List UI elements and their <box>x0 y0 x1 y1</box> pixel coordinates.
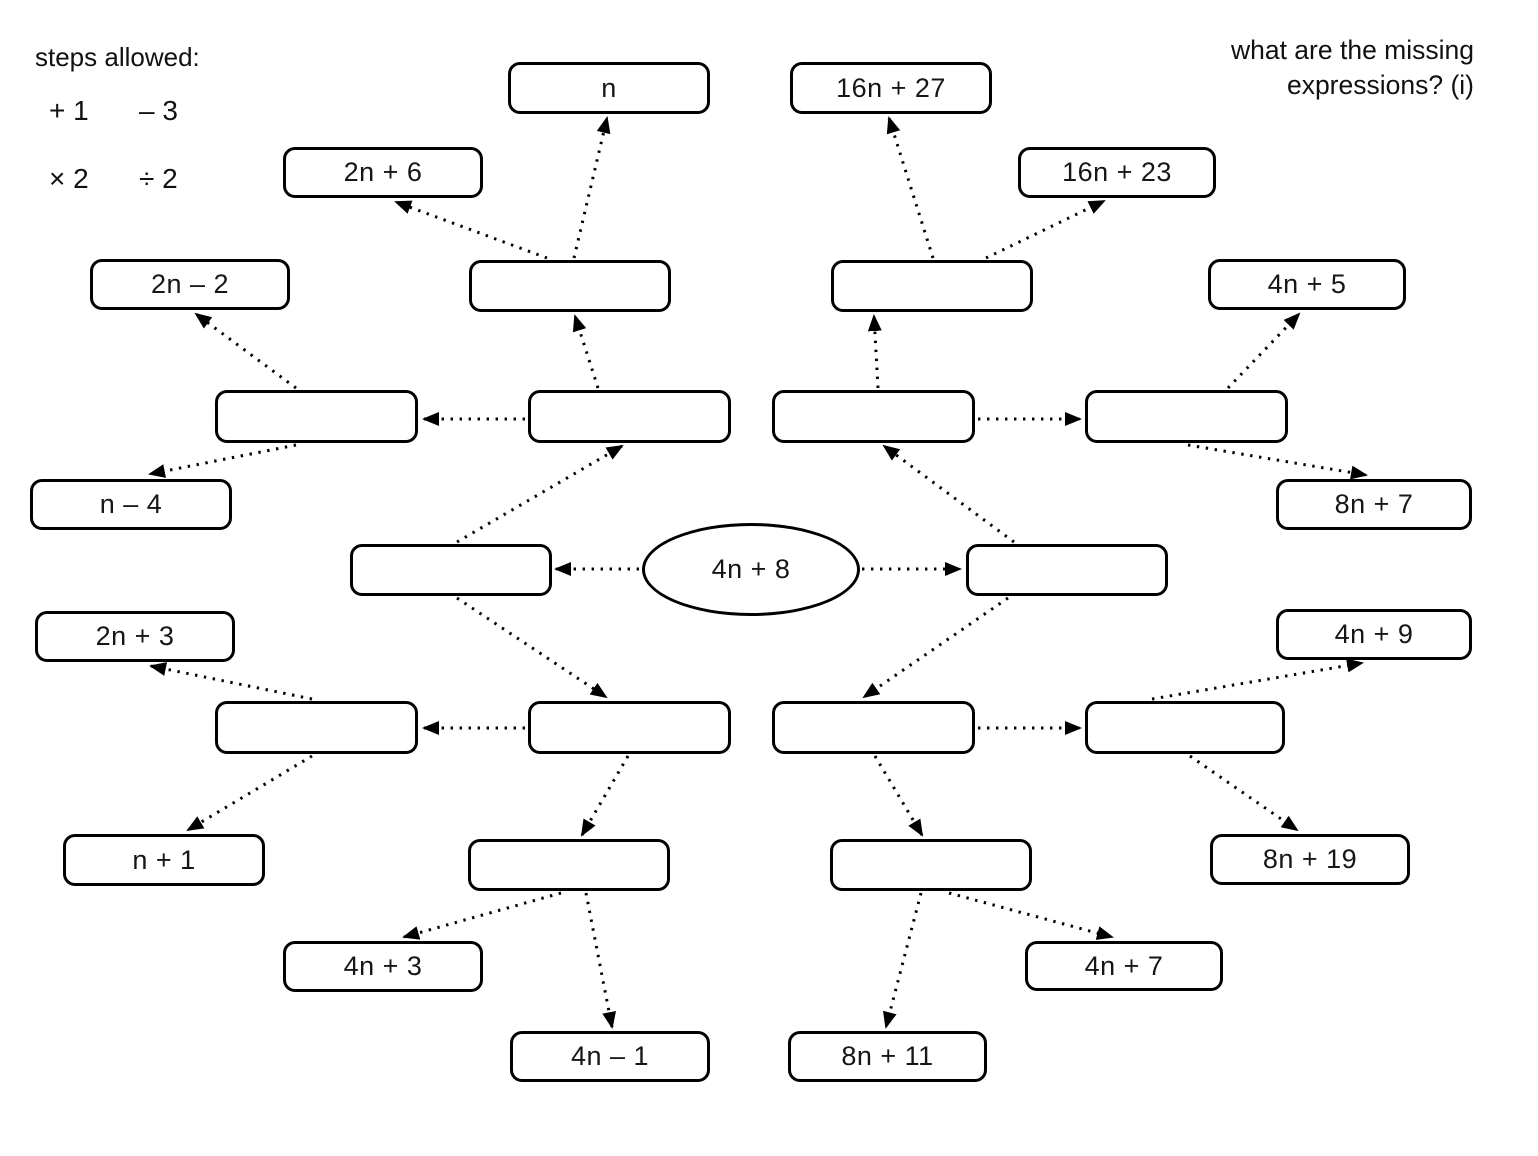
arrow-e8-to-e11 <box>862 596 1009 699</box>
start-expression-ellipse-start-4n8: 4n + 8 <box>642 523 860 616</box>
question-text: what are the missing expressions? (i) <box>1231 33 1474 103</box>
missing-expression-box-e1[interactable] <box>469 260 671 312</box>
arrow-e9-to-2n3 <box>149 662 313 701</box>
expression-box-16n23: 16n + 23 <box>1018 147 1216 198</box>
arrow-e8-to-e5 <box>882 444 1015 544</box>
arrow-e3-to-2n-2 <box>194 312 297 390</box>
step-item-4: ÷ 2 <box>139 163 178 194</box>
expression-box-4n7: 4n + 7 <box>1025 941 1223 991</box>
arrow-e12-to-8n19 <box>1189 754 1299 832</box>
expression-box-n-4: n – 4 <box>30 479 232 530</box>
missing-expression-box-e4[interactable] <box>528 390 731 443</box>
step-item-3: × 2 <box>49 163 89 194</box>
arrow-e1-to-n <box>572 116 611 259</box>
arrow-e2-to-16n23 <box>985 199 1106 260</box>
expression-box-8n11: 8n + 11 <box>788 1031 987 1082</box>
arrow-e14-to-8n11 <box>883 892 923 1029</box>
arrow-e6-to-8n7 <box>1187 443 1368 480</box>
missing-expression-box-e5[interactable] <box>772 390 975 443</box>
missing-expression-box-e12[interactable] <box>1085 701 1285 754</box>
expression-box-n1: n + 1 <box>63 834 265 886</box>
steps-allowed-title: steps allowed: <box>35 42 200 72</box>
arrow-e14-to-4n7 <box>948 891 1114 940</box>
expression-box-8n19: 8n + 19 <box>1210 834 1410 885</box>
expression-box-8n7: 8n + 7 <box>1276 479 1472 530</box>
arrow-e6-to-4n5 <box>1226 312 1301 390</box>
steps-allowed-panel: steps allowed: + 1 – 3 × 2 ÷ 2 <box>35 42 229 195</box>
arrow-e13-to-4n3 <box>402 891 562 940</box>
arrow-e11-to-e14 <box>873 755 924 837</box>
arrow-e13-to-4n-1 <box>584 892 617 1029</box>
question-line-1: what are the missing <box>1230 35 1474 65</box>
arrow-e9-to-n1 <box>186 754 313 832</box>
expression-box-2n3: 2n + 3 <box>35 611 235 662</box>
arrow-e3-to-n-4 <box>148 443 297 478</box>
arrow-e7-to-e10 <box>456 596 608 699</box>
arrow-e4-to-e1 <box>572 314 600 389</box>
step-item-2: – 3 <box>139 95 178 126</box>
missing-expression-box-e3[interactable] <box>215 390 418 443</box>
missing-expression-box-e6[interactable] <box>1085 390 1288 443</box>
steps-allowed-list: + 1 – 3 × 2 ÷ 2 <box>49 95 229 195</box>
arrow-e7-to-e4 <box>456 444 624 544</box>
arrow-e10-to-e13 <box>580 755 630 837</box>
expression-box-4n-1: 4n – 1 <box>510 1031 710 1082</box>
expression-box-4n5: 4n + 5 <box>1208 259 1406 310</box>
expression-box-n: n <box>508 62 710 114</box>
missing-expression-box-e2[interactable] <box>831 260 1033 312</box>
missing-expression-box-e14[interactable] <box>830 839 1032 891</box>
expression-box-4n9: 4n + 9 <box>1276 609 1472 660</box>
arrow-e2-to-16n27 <box>886 116 935 259</box>
question-line-2: expressions? (i) <box>1286 70 1474 100</box>
step-item-1: + 1 <box>49 95 89 126</box>
arrow-e5-to-e2 <box>867 314 882 389</box>
missing-expression-box-e7[interactable] <box>350 544 552 596</box>
expression-box-2n6: 2n + 6 <box>283 147 483 198</box>
missing-expression-box-e9[interactable] <box>215 701 418 754</box>
expression-box-16n27: 16n + 27 <box>790 62 992 114</box>
arrow-e12-to-4n9 <box>1151 658 1364 701</box>
expression-box-2n-2: 2n – 2 <box>90 259 290 310</box>
missing-expression-box-e10[interactable] <box>528 701 731 754</box>
missing-expression-box-e11[interactable] <box>772 701 975 754</box>
missing-expression-box-e13[interactable] <box>468 839 670 891</box>
arrow-e1-to-2n6 <box>394 200 548 260</box>
expression-box-4n3: 4n + 3 <box>283 941 483 992</box>
missing-expression-box-e8[interactable] <box>966 544 1168 596</box>
